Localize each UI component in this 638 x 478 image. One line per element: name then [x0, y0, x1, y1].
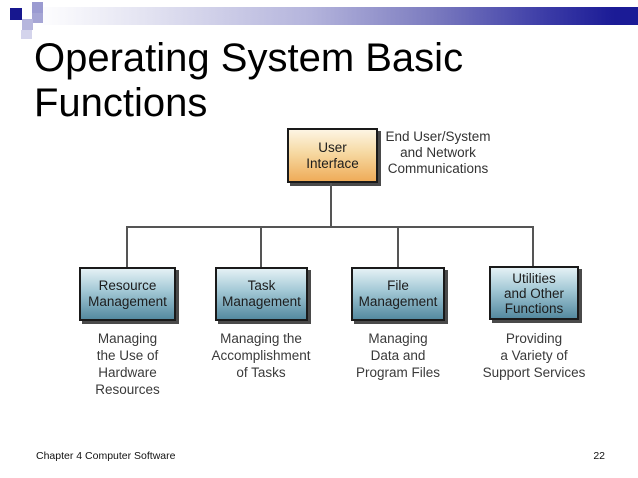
top-gradient-bar: [43, 7, 638, 25]
decor-pixel-square: [10, 8, 22, 20]
root-annotation: End User/System and Network Communicatio…: [385, 129, 491, 176]
footer-page-number: 22: [593, 450, 605, 462]
decor-pixel-square: [21, 30, 32, 39]
connector-branch-vertical: [126, 226, 128, 267]
user-interface-box: User Interface: [287, 128, 378, 183]
caption-task-management: Managing the Accomplishment of Tasks: [211, 331, 311, 380]
slide-title: Operating System Basic Functions: [34, 36, 464, 125]
decor-pixel-square: [22, 19, 33, 30]
box-file-management: File Management: [351, 267, 445, 321]
connector-branch-vertical: [260, 226, 262, 267]
decor-pixel-square: [32, 2, 43, 13]
box-task-management: Task Management: [215, 267, 308, 321]
caption-file-management: Managing Data and Program Files: [355, 331, 441, 380]
connector-root-vertical: [330, 183, 332, 226]
footer-chapter-label: Chapter 4 Computer Software: [36, 450, 176, 462]
decor-pixel-square: [32, 13, 43, 23]
connector-horizontal: [126, 226, 534, 228]
connector-branch-vertical: [532, 226, 534, 266]
caption-resource-management: Managing the Use of Hardware Resources: [95, 331, 160, 397]
box-utilities-functions: Utilities and Other Functions: [489, 266, 579, 320]
connector-branch-vertical: [397, 226, 399, 267]
box-resource-management: Resource Management: [79, 267, 176, 321]
caption-utilities-functions: Providing a Variety of Support Services: [482, 331, 586, 380]
